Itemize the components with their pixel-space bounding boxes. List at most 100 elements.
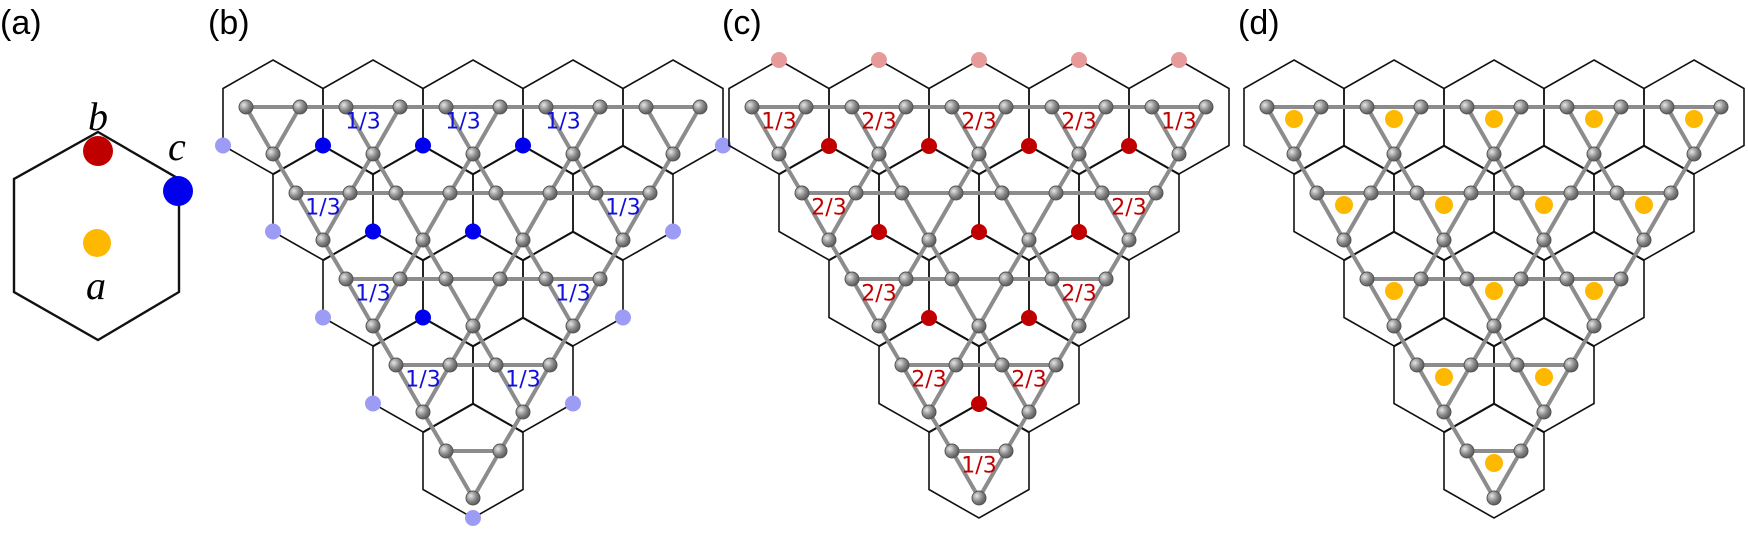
- bond: [544, 277, 575, 328]
- site-c-dot: [365, 223, 381, 240]
- bond: [421, 410, 448, 453]
- bond: [1054, 152, 1081, 195]
- bond: [421, 191, 452, 242]
- carbon-atom: [1559, 99, 1575, 115]
- carbon-atom: [971, 490, 987, 506]
- bond: [1565, 105, 1596, 156]
- carbon-atom: [1609, 185, 1625, 201]
- bond: [1542, 363, 1573, 414]
- carbon-atom: [1563, 185, 1579, 201]
- bond: [544, 105, 575, 156]
- bond: [548, 324, 575, 367]
- bond: [1292, 152, 1319, 195]
- carbon-atom: [592, 99, 608, 115]
- bond: [1619, 238, 1646, 281]
- carbon-atom: [844, 271, 860, 287]
- site-b-boundary-dot: [1171, 52, 1187, 68]
- carbon-atom: [488, 185, 504, 201]
- carbon-atom: [465, 318, 481, 334]
- bond: [1665, 105, 1696, 156]
- panel-a-legend: a b c: [12, 94, 193, 342]
- carbon-atom: [1071, 318, 1087, 334]
- carbon-atom: [1436, 232, 1452, 248]
- occupancy-fraction: 1/3: [505, 368, 540, 393]
- occupancy-fraction: 1/3: [445, 110, 480, 135]
- carbon-atom: [1513, 271, 1529, 287]
- carbon-atom: [1486, 318, 1502, 334]
- carbon-atom: [1509, 357, 1525, 373]
- site-a-dot: [1485, 282, 1503, 300]
- site-c-boundary-dot: [365, 395, 381, 412]
- bond: [950, 277, 981, 328]
- bond: [471, 277, 502, 328]
- carbon-atom: [588, 185, 604, 201]
- carbon-atom: [898, 271, 914, 287]
- atom-group: [744, 99, 1214, 506]
- bond: [1365, 277, 1396, 328]
- bond: [394, 191, 425, 242]
- bond: [1615, 191, 1646, 242]
- site-a-dot: [1585, 282, 1603, 300]
- bond: [1027, 191, 1058, 242]
- occupancy-fraction: 1/3: [355, 282, 390, 307]
- site-c-dot: [415, 137, 431, 154]
- bond: [371, 105, 402, 156]
- carbon-atom: [921, 232, 937, 248]
- occupancy-fraction: 2/3: [861, 110, 896, 135]
- carbon-atom: [998, 99, 1014, 115]
- site-c-dot: [515, 137, 531, 154]
- bond: [1442, 410, 1469, 453]
- carbon-atom: [948, 357, 964, 373]
- carbon-atom: [638, 99, 654, 115]
- occupancy-fraction: 2/3: [961, 110, 996, 135]
- bond: [1492, 449, 1523, 500]
- bond: [977, 449, 1008, 500]
- carbon-atom: [292, 99, 308, 115]
- carbon-atom: [794, 185, 810, 201]
- bond: [471, 324, 498, 367]
- bond: [877, 277, 908, 328]
- site-c-boundary-dot: [665, 223, 681, 240]
- occupancy-fraction: 1/3: [545, 110, 580, 135]
- carbon-atom: [288, 185, 304, 201]
- bond: [521, 238, 548, 281]
- carbon-atom: [1198, 99, 1214, 115]
- bond: [1415, 191, 1446, 242]
- carbon-atom: [1563, 357, 1579, 373]
- occupancy-fraction: 1/3: [405, 368, 440, 393]
- site-a-dot: [1485, 454, 1503, 472]
- occupancy-fraction: 1/3: [305, 196, 340, 221]
- bond: [321, 238, 348, 281]
- bond: [321, 191, 352, 242]
- site-b-dot: [1021, 310, 1037, 326]
- bond: [1565, 277, 1596, 328]
- bond: [854, 152, 881, 195]
- carbon-atom: [1409, 357, 1425, 373]
- bond: [394, 363, 425, 414]
- bond: [1569, 152, 1596, 195]
- bond: [1127, 191, 1158, 242]
- carbon-atom: [998, 271, 1014, 287]
- bond: [800, 191, 831, 242]
- bond: [644, 105, 675, 156]
- bond: [1519, 238, 1546, 281]
- panel-label-a: (a): [0, 4, 42, 42]
- occupancy-fraction: 2/3: [1011, 368, 1046, 393]
- bond: [621, 191, 652, 242]
- carbon-atom: [1171, 146, 1187, 162]
- carbon-atom: [1486, 146, 1502, 162]
- carbon-atom: [465, 490, 481, 506]
- carbon-atom: [1536, 232, 1552, 248]
- bond: [1569, 324, 1596, 367]
- bond: [494, 191, 525, 242]
- bond: [498, 410, 525, 453]
- site-b-boundary-dot: [871, 52, 887, 68]
- bond: [1642, 191, 1673, 242]
- bond: [1050, 105, 1081, 156]
- bond: [344, 105, 375, 156]
- carbon-atom: [1713, 99, 1729, 115]
- bond: [1519, 410, 1546, 453]
